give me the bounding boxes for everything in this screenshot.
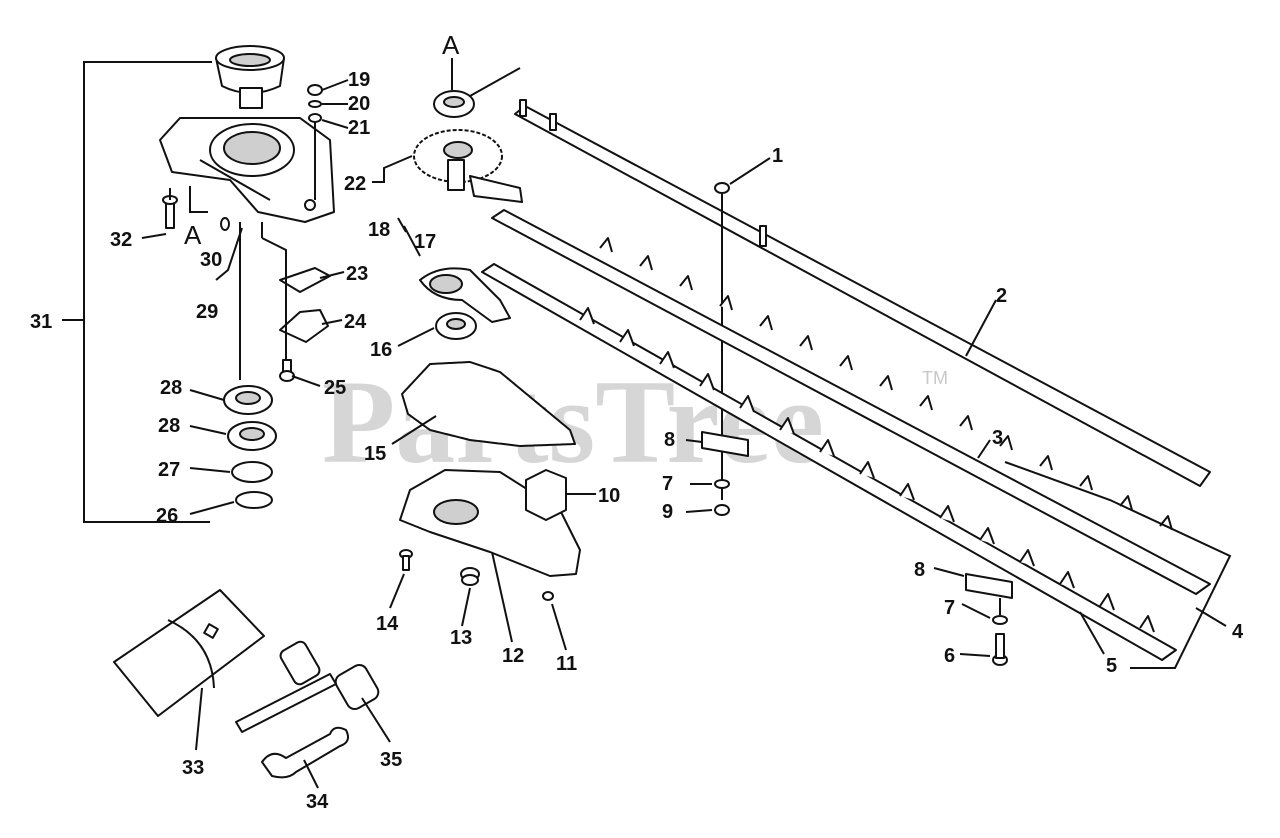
ring-27[interactable]: [231, 461, 273, 483]
callout-35: 35: [380, 749, 402, 771]
bolt-9[interactable]: [714, 504, 730, 516]
gear-housing[interactable]: [159, 117, 335, 223]
bell-cup[interactable]: [215, 45, 285, 109]
callout-16: 16: [370, 339, 392, 361]
washer-7-upper[interactable]: [714, 479, 730, 489]
screw-11[interactable]: [542, 591, 554, 601]
bolt-25[interactable]: [279, 359, 295, 382]
callout-17: 17: [414, 231, 436, 253]
blade-3[interactable]: [491, 209, 1211, 595]
callout-32: 32: [110, 229, 132, 251]
callout-10: 10: [598, 485, 620, 507]
callout-25: 25: [324, 377, 346, 399]
washer-21[interactable]: [308, 113, 322, 123]
callout-18: 18: [368, 219, 390, 241]
spacer-8-upper[interactable]: [701, 431, 749, 457]
callout-15: 15: [364, 443, 386, 465]
callout-34: 34: [306, 791, 329, 813]
bolt-top-1[interactable]: [519, 99, 557, 131]
callout-1: 1: [772, 145, 783, 167]
callout-8a: 8: [664, 429, 675, 451]
bolt-6[interactable]: [992, 633, 1008, 666]
callout-26: 26: [156, 505, 178, 527]
screw-14[interactable]: [399, 549, 413, 571]
callout-28b: 28: [158, 415, 180, 437]
callout-22: 22: [344, 173, 366, 195]
bearing-28-upper[interactable]: [223, 385, 273, 415]
gear-22[interactable]: [413, 129, 523, 203]
bracket-23[interactable]: [279, 267, 331, 293]
callout-31: 31: [30, 311, 52, 333]
letter-a-left: A: [184, 220, 202, 250]
nut-19[interactable]: [307, 84, 323, 96]
washer-20[interactable]: [308, 100, 322, 108]
bolt-32[interactable]: [162, 195, 178, 229]
nut-1[interactable]: [714, 182, 730, 194]
callout-2: 2: [996, 285, 1007, 307]
open-wrench-34[interactable]: [261, 726, 349, 779]
callout-30: 30: [200, 249, 222, 271]
assembly-bracket: [62, 61, 212, 523]
callout-33: 33: [182, 757, 204, 779]
callout-23: 23: [346, 263, 368, 285]
spacer-8-lower[interactable]: [965, 573, 1013, 599]
callout-leaders: [141, 79, 1227, 789]
callout-4: 4: [1232, 621, 1244, 643]
callout-7a: 7: [662, 473, 673, 495]
callout-3: 3: [992, 427, 1003, 449]
callout-11: 11: [556, 653, 577, 675]
nut-13[interactable]: [460, 567, 480, 586]
blade-5[interactable]: [481, 263, 1177, 661]
watermark-tm: TM: [922, 368, 948, 388]
bearing-16[interactable]: [435, 312, 477, 340]
callout-19: 19: [348, 69, 370, 91]
bolt-mid[interactable]: [759, 225, 767, 247]
callout-9: 9: [662, 501, 673, 523]
callout-13: 13: [450, 627, 472, 649]
letter-a-top: A: [442, 30, 460, 60]
washer-7-lower[interactable]: [992, 615, 1008, 625]
callouts: 1 2 3 4 5 6 7 7 8 8 9 10 11 12 13 14 15 …: [30, 69, 1244, 813]
callout-14: 14: [376, 613, 399, 635]
callout-20: 20: [348, 93, 370, 115]
bearing-a[interactable]: [433, 90, 475, 118]
callout-29: 29: [196, 301, 218, 323]
callout-21: 21: [348, 117, 370, 139]
tool-pouch-33[interactable]: [113, 589, 265, 717]
bearing-28-lower[interactable]: [227, 421, 277, 451]
callout-6: 6: [944, 645, 955, 667]
ring-26[interactable]: [235, 491, 273, 509]
callout-7b: 7: [944, 597, 955, 619]
pin-30[interactable]: [220, 217, 230, 231]
socket-wrench-35[interactable]: [235, 640, 381, 733]
callout-12: 12: [502, 645, 524, 667]
plate-17[interactable]: [419, 267, 511, 323]
bracket-24[interactable]: [279, 309, 329, 343]
callout-24: 24: [344, 311, 367, 333]
watermark-text: PartsTree: [322, 355, 824, 488]
callout-28a: 28: [160, 377, 182, 399]
callout-5: 5: [1106, 655, 1117, 677]
callout-27: 27: [158, 459, 180, 481]
block-10[interactable]: [525, 469, 567, 521]
callout-8b: 8: [914, 559, 925, 581]
